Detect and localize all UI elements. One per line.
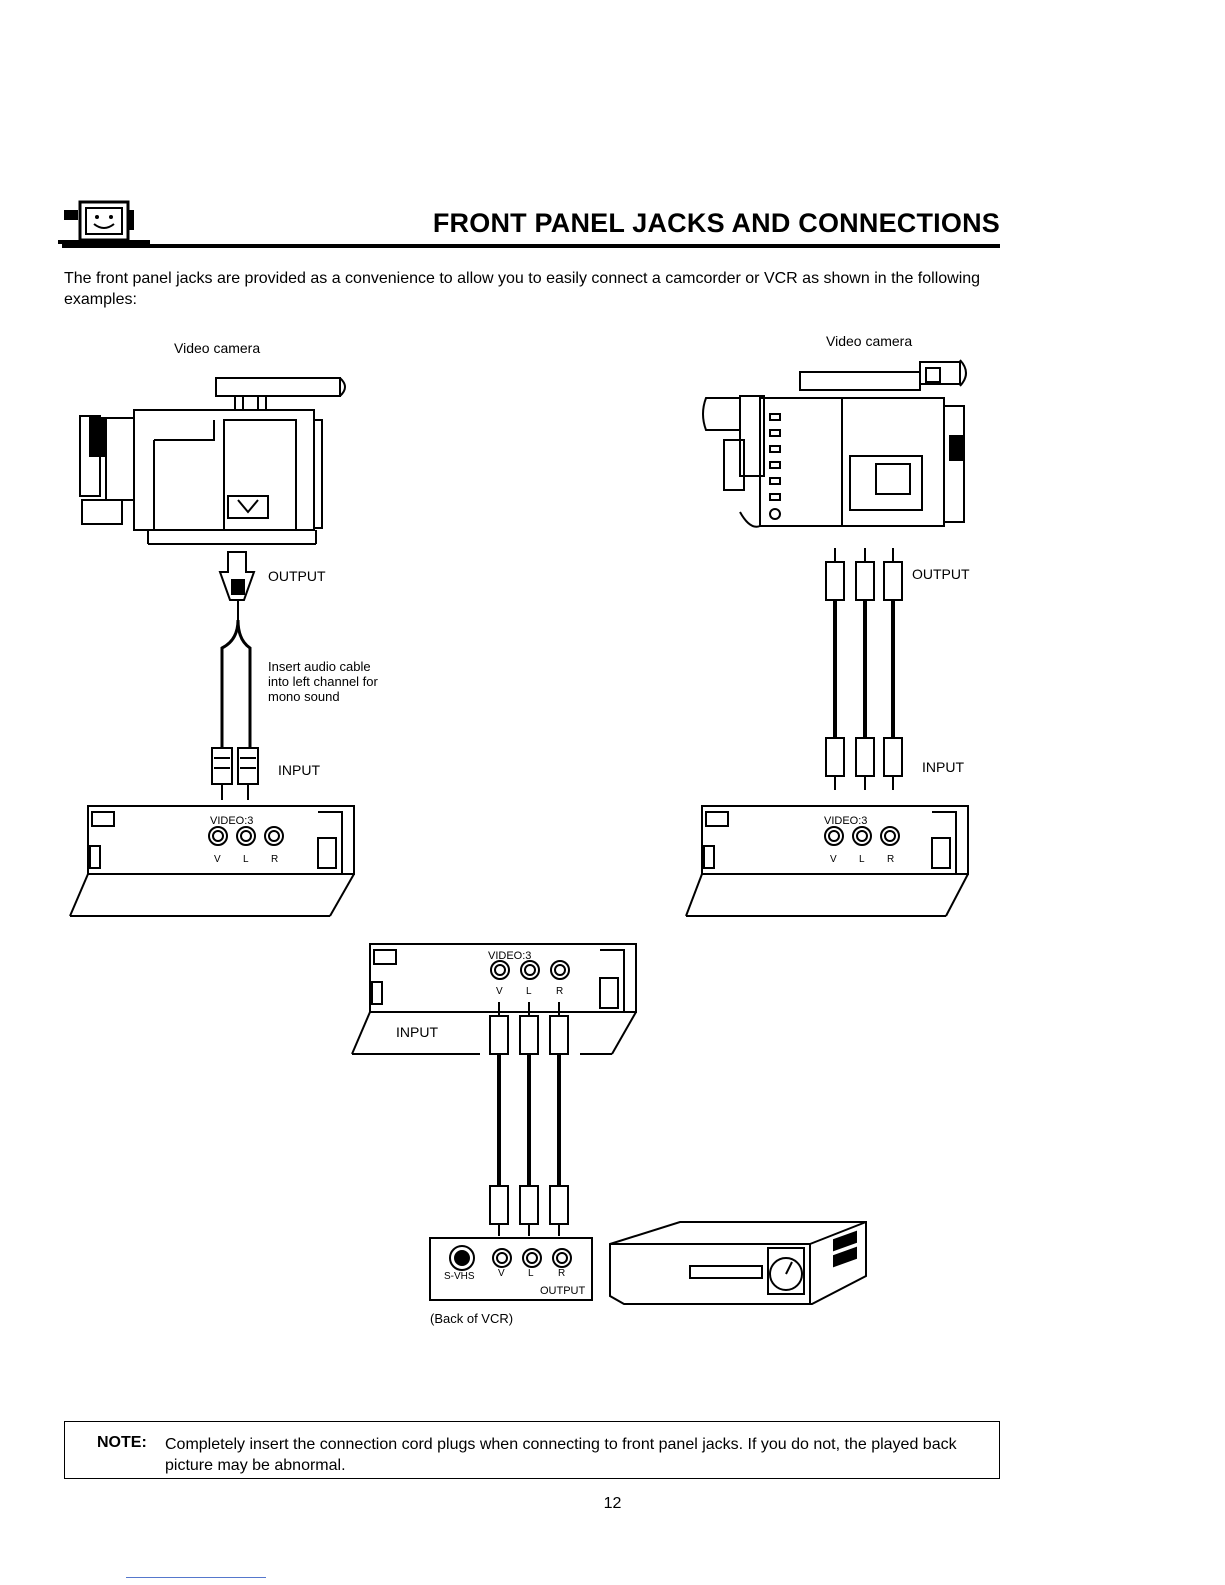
bottom-lower-plugs — [489, 1185, 569, 1236]
right-tv-panel — [685, 805, 969, 917]
vcr-jack-v: V — [498, 1268, 505, 1279]
vcr-unit-drawing — [609, 1221, 867, 1305]
vcr-back-panel — [429, 1237, 593, 1301]
note-box: NOTE: Completely insert the connection c… — [64, 1421, 1000, 1479]
right-panel-label: VIDEO:3 — [824, 815, 868, 827]
left-jack-v: V — [214, 854, 221, 865]
right-output-plugs — [825, 548, 903, 601]
page-title: FRONT PANEL JACKS AND CONNECTIONS — [432, 208, 1000, 238]
right-output-label: OUTPUT — [912, 566, 970, 582]
vcr-jack-r: R — [558, 1268, 566, 1279]
right-camcorder-drawing — [702, 359, 967, 528]
left-tv-panel — [69, 805, 355, 917]
left-camcorder-drawing — [79, 377, 346, 545]
vcr-jack-l: L — [528, 1268, 534, 1279]
bottom-tv-panel — [351, 943, 637, 1055]
page-number: 12 — [603, 1495, 622, 1512]
vcr-output-label: OUTPUT — [540, 1285, 586, 1297]
left-jack-l: L — [243, 854, 249, 865]
right-cables — [833, 600, 895, 738]
vcr-back-caption: (Back of VCR) — [430, 1311, 514, 1326]
left-input-label: INPUT — [278, 762, 320, 778]
title-rule — [62, 244, 1000, 248]
bottom-input-label: INPUT — [396, 1024, 438, 1040]
bottom-cables — [497, 1054, 561, 1186]
right-jack-r: R — [887, 854, 895, 865]
left-camera-label: Video camera — [174, 340, 261, 356]
right-input-label: INPUT — [922, 759, 964, 775]
right-input-plugs — [825, 737, 903, 790]
left-jack-r: R — [271, 854, 279, 865]
right-jack-l: L — [859, 854, 865, 865]
left-output-label: OUTPUT — [268, 568, 326, 584]
bottom-jack-r: R — [556, 986, 564, 997]
right-jack-v: V — [830, 854, 837, 865]
tv-mascot-icon — [58, 196, 150, 246]
footer-line — [126, 1577, 266, 1578]
bottom-top-plugs — [489, 1002, 569, 1055]
right-camera-label: Video camera — [826, 333, 913, 349]
svhs-label: S-VHS — [444, 1271, 475, 1282]
bottom-panel-label: VIDEO:3 — [488, 950, 532, 962]
left-input-plugs — [211, 747, 259, 800]
intro-text: The front panel jacks are provided as a … — [64, 270, 981, 308]
left-panel-label: VIDEO:3 — [210, 815, 254, 827]
bottom-jack-l: L — [526, 986, 532, 997]
left-output-plug — [218, 551, 256, 620]
left-split-cable — [220, 619, 252, 748]
mono-sound-note: Insert audio cable into left channel for… — [268, 659, 378, 704]
bottom-jack-v: V — [496, 986, 503, 997]
note-label: NOTE: — [97, 1434, 147, 1451]
note-text: Completely insert the connection cord pl… — [165, 1436, 957, 1474]
